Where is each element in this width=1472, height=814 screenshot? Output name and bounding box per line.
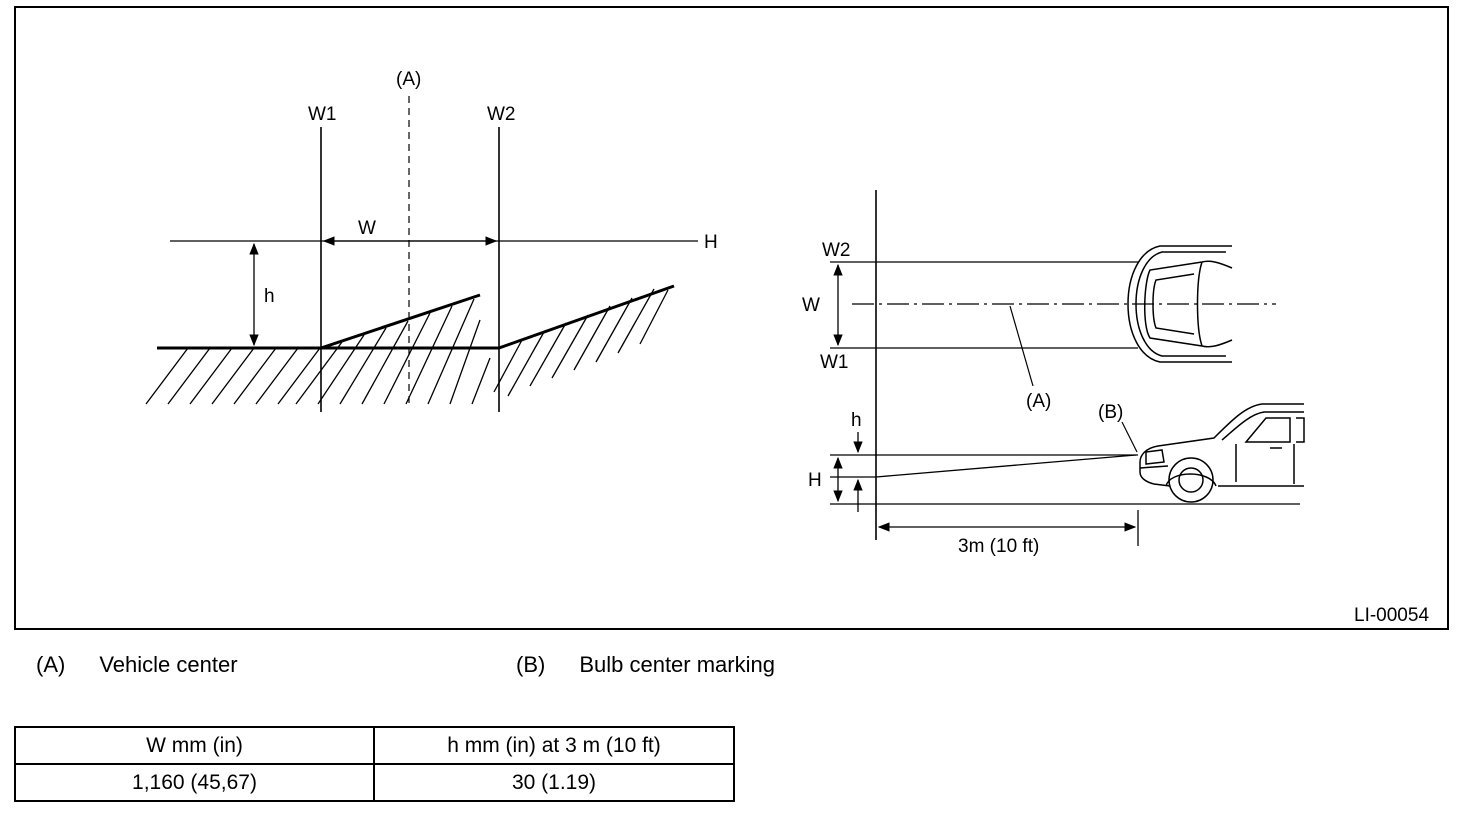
headlight-aim-figure: H W1 W2 (A) W h W2 W W1 (A) [14,6,1449,630]
label-h-big-left: H [704,232,718,253]
label-w-left: W [358,218,376,239]
legend-text-b: Bulb center marking [579,652,775,677]
cutoff-pattern-diagram: H W1 W2 (A) W h [145,69,718,412]
legend-key-b: (B) [516,652,546,677]
legend-text-a: Vehicle center [99,652,238,677]
cutoff-line-right [321,284,675,350]
distance-label: 3m (10 ft) [958,536,1039,557]
car-side-view [1139,403,1305,503]
label-h-small-left: h [264,286,275,307]
table-header-row: W mm (in) h mm (in) at 3 m (10 ft) [14,726,735,765]
table-cell-h: 30 (1.19) [373,763,735,802]
label-h-small-right: h [851,410,862,431]
legend-item-a: (A) Vehicle center [36,652,238,678]
car-top-view [1127,245,1233,363]
figure-id: LI-00054 [1354,605,1429,626]
figure-frame [14,6,1449,630]
label-h-big-right: H [808,470,822,491]
vehicle-setup-diagram: W2 W W1 (A) h H 3m (10 ft) [802,190,1305,557]
label-a-right: (A) [1026,391,1051,412]
legend-item-b: (B) Bulb center marking [516,652,775,678]
legend-key-a: (A) [36,652,66,677]
label-w2-right: W2 [822,240,851,261]
hatch-area [145,288,669,405]
table-header-h: h mm (in) at 3 m (10 ft) [373,726,735,765]
beam-line [875,454,1137,478]
table-header-w: W mm (in) [14,726,375,765]
label-w1-right: W1 [820,352,849,373]
label-a-left: (A) [396,69,421,90]
label-w1-left: W1 [308,104,337,125]
label-w-right: W [802,295,820,316]
leader-a [1009,305,1034,387]
table-cell-w: 1,160 (45,67) [14,763,375,802]
leader-b [1121,421,1138,453]
spec-table: W mm (in) h mm (in) at 3 m (10 ft) 1,160… [14,726,735,802]
label-w2-left: W2 [487,104,516,125]
table-row: 1,160 (45,67) 30 (1.19) [14,763,735,802]
cutoff-line [157,293,481,350]
label-b-right: (B) [1098,402,1123,423]
